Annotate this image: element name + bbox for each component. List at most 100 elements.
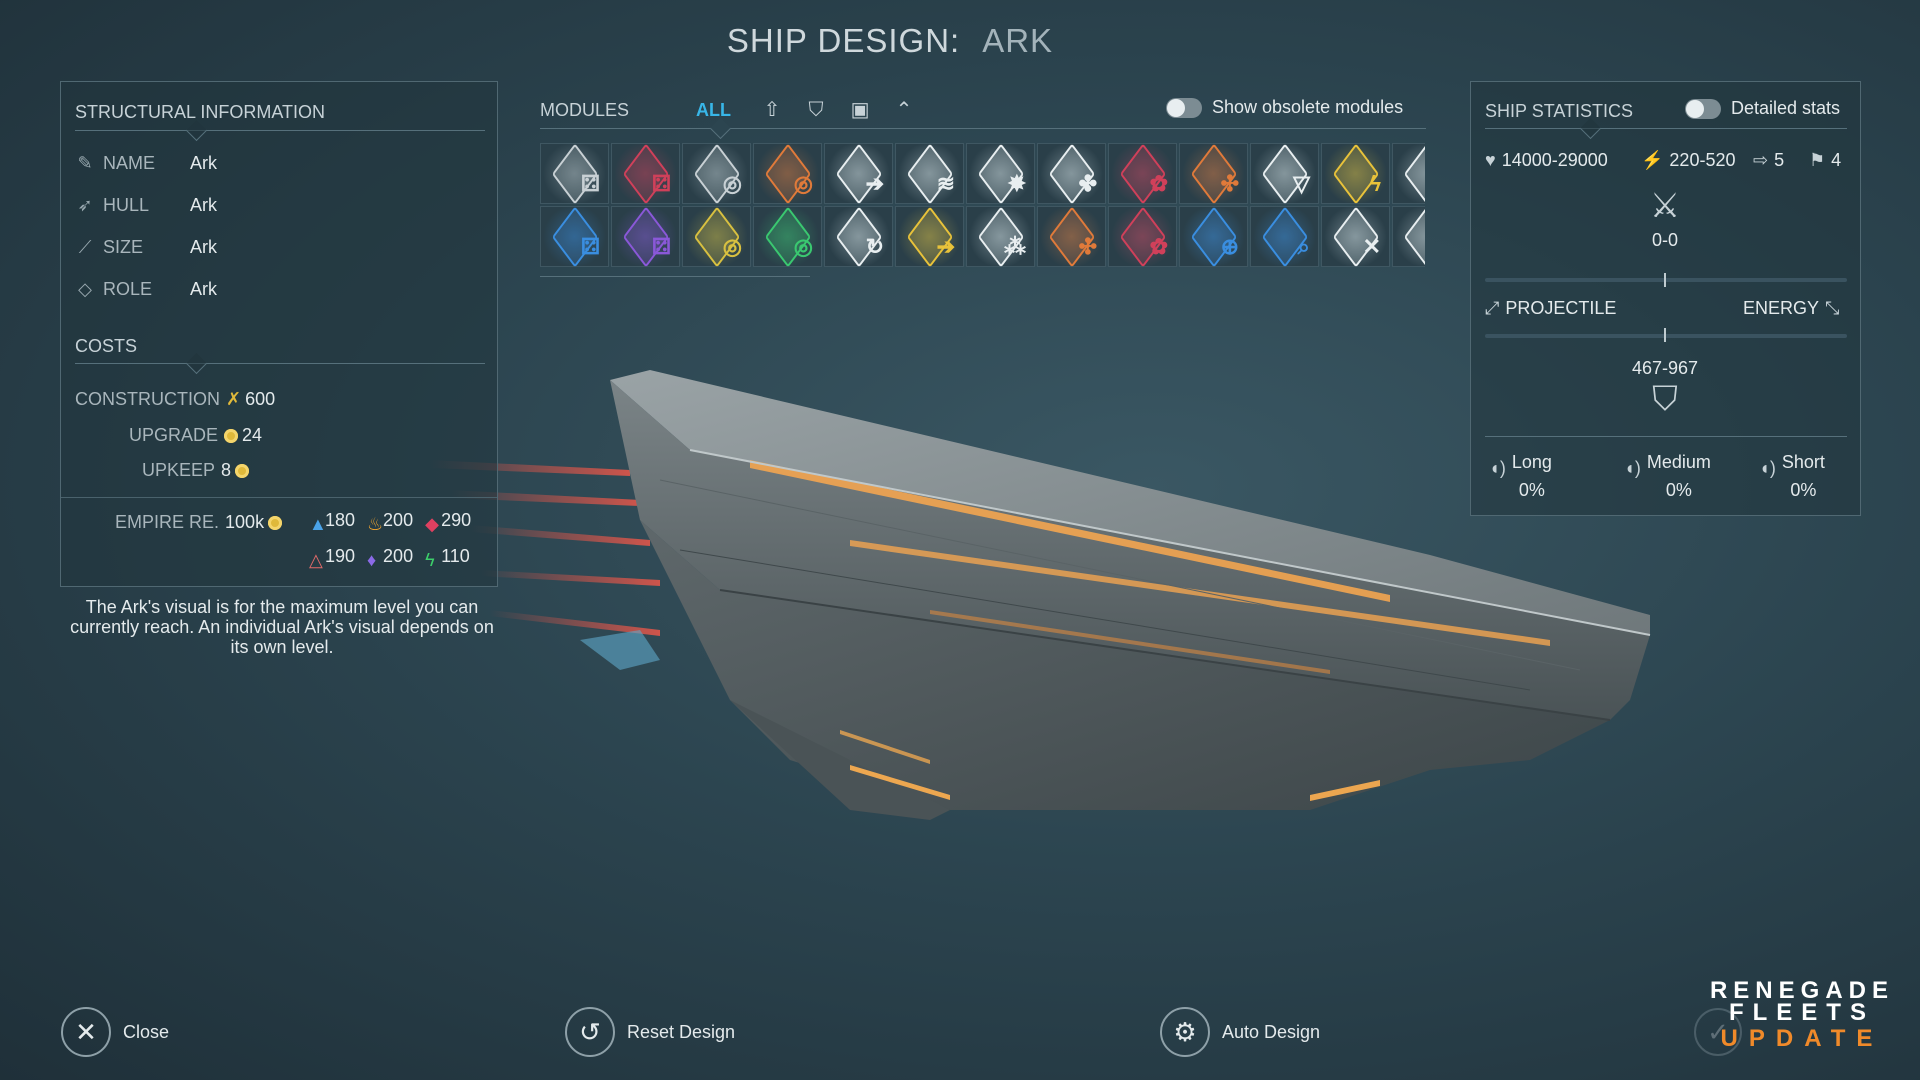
module-slot[interactable]: ✣ (1037, 205, 1106, 268)
resource-item: ♦200 (367, 546, 414, 570)
confirm-button[interactable]: ✓ (1694, 1008, 1742, 1056)
module-slot[interactable]: ↻ (824, 205, 893, 268)
construction-label: CONSTRUCTION (75, 389, 220, 409)
close-button[interactable]: ✕ Close (61, 1007, 169, 1057)
module-slot[interactable]: ▽ (1250, 143, 1319, 205)
range-medium: ◖) Medium 0% (1624, 448, 1711, 504)
tab-upgrade-icon[interactable]: ⌃ (895, 99, 913, 121)
empire-label: EMPIRE RE. (115, 512, 220, 532)
tab-defense-icon[interactable]: ⛉ (808, 99, 824, 121)
ship-icon: ➶ (77, 195, 93, 215)
damage-stat: ⚡220-520 (1641, 150, 1735, 171)
module-slot[interactable]: ✸ (966, 143, 1035, 205)
module-slot[interactable]: ◎ (753, 205, 822, 268)
module-slot[interactable]: ◎ (682, 205, 751, 268)
logo-line-3: UPDATE (1720, 1025, 1884, 1052)
module-slot[interactable]: ✤ (1037, 143, 1106, 205)
range-long: ◖) Long 0% (1489, 448, 1552, 504)
module-glyph: ✿ (1149, 171, 1168, 196)
resource-item: △190 (309, 546, 356, 570)
module-slot[interactable]: ϟ (1321, 143, 1390, 205)
flame-icon: ♨ (367, 513, 384, 534)
info-label: SIZE (103, 236, 144, 257)
info-label: ROLE (103, 278, 153, 299)
resource-row-1: ▲180 ♨200 ◆290 (309, 510, 472, 534)
module-glyph: ⊕ (1220, 234, 1239, 259)
detailed-stats-row: Detailed stats (1685, 98, 1840, 119)
hull-value: Ark (190, 194, 217, 215)
resource-item: ◆290 (425, 510, 472, 534)
module-slot[interactable]: ⌕ (1250, 205, 1319, 268)
gear-icon: ⚙ (1160, 1007, 1210, 1057)
projectile-label: PROJECTILE (1505, 298, 1617, 318)
module-slot[interactable]: ⚃ (540, 143, 609, 205)
module-glyph: ➔ (936, 234, 955, 259)
module-glyph: ⚃ (580, 171, 600, 196)
module-slot[interactable]: ▽ (1392, 143, 1425, 205)
stats-heading: SHIP STATISTICS (1485, 101, 1634, 121)
detailed-stats-label: Detailed stats (1731, 98, 1841, 118)
ruler-icon: ⟋ (78, 237, 92, 257)
module-glyph: ⚃ (580, 234, 600, 259)
construction-value: 600 (245, 389, 276, 409)
module-glyph: ϟ (1369, 171, 1381, 196)
auto-design-button[interactable]: ⚙ Auto Design (1160, 1007, 1320, 1057)
detailed-stats-toggle[interactable] (1685, 98, 1721, 119)
logo-line-2: FLEETS (1728, 999, 1875, 1026)
construction-cost: CONSTRUCTION ✗600 (75, 389, 275, 410)
module-glyph: ▽ (1293, 171, 1310, 196)
projectile-label-row: ⤢PROJECTILE (1485, 298, 1616, 319)
structural-heading: STRUCTURAL INFORMATION (75, 102, 325, 122)
module-slot[interactable]: ⁂ (966, 205, 1035, 268)
obsolete-toggle[interactable] (1166, 97, 1202, 118)
module-slot[interactable]: ≋ (895, 143, 964, 205)
damage-icon: ⚡ (1641, 150, 1664, 170)
hp-value: 14000-29000 (1501, 150, 1608, 170)
attack-range: 0-0 (1651, 230, 1678, 250)
flag-icon: ⚑ (1809, 150, 1826, 170)
hp-stat: ♥14000-29000 (1485, 150, 1608, 171)
module-slot[interactable]: ◎ (753, 143, 822, 205)
signal-icon: ◖) (1759, 458, 1776, 478)
module-slot[interactable]: ➔ (824, 143, 893, 205)
module-glyph: ✤ (1078, 171, 1097, 196)
biomass-icon: ◆ (425, 513, 439, 534)
module-slot[interactable]: ⊕ (1179, 205, 1248, 268)
sword-icon: ⚔ (1649, 187, 1681, 225)
info-label: NAME (103, 152, 156, 173)
structural-panel: STRUCTURAL INFORMATION ✎NAME Ark ➶HULL A… (60, 81, 498, 587)
module-slot[interactable]: ▽ (1392, 205, 1425, 268)
upgrade-value: 24 (242, 425, 263, 445)
module-slot[interactable]: ⚃ (611, 143, 680, 205)
signal-icon: ◖) (1624, 458, 1641, 478)
upkeep-cost: UPKEEP 8 (142, 460, 250, 481)
title-prefix: SHIP DESIGN: (726, 22, 961, 59)
upgrade-cost: UPGRADE 24 (129, 425, 262, 446)
partial-module-icon (1403, 143, 1425, 205)
upkeep-value: 8 (221, 460, 232, 480)
heart-icon: ♥ (1485, 150, 1496, 170)
module-slot[interactable]: ✿ (1108, 143, 1177, 205)
module-slot[interactable]: ➔ (895, 205, 964, 268)
tab-all[interactable]: ALL (696, 99, 732, 120)
module-slot[interactable]: ✣ (1179, 143, 1248, 205)
module-slot[interactable]: ✿ (1108, 205, 1177, 268)
tab-support-icon[interactable]: ▣ (850, 99, 870, 121)
tab-weapons-icon[interactable]: ⇧ (763, 99, 781, 121)
module-slot[interactable]: ✕ (1321, 205, 1390, 268)
droplet-blue-icon: ▲ (309, 513, 327, 534)
range-medium-label: Medium (1646, 452, 1711, 472)
projectile-icon: ⤢ (1485, 298, 1500, 318)
slots-value: 4 (1831, 150, 1842, 170)
energy-label-row: ENERGY⤡ (1743, 298, 1839, 319)
module-slot[interactable]: ⚃ (611, 205, 680, 268)
reset-design-button[interactable]: ↺ Reset Design (565, 1007, 735, 1057)
pencil-icon: ✎ (77, 153, 93, 173)
module-slot[interactable]: ⚃ (540, 205, 609, 268)
module-glyph: ✕ (1362, 234, 1381, 259)
stats-panel: SHIP STATISTICS Detailed stats ♥14000-29… (1470, 81, 1861, 516)
renegade-fleets-logo: RENEGADE FLEETS UPDATE (1710, 979, 1894, 1054)
module-slot[interactable]: ◎ (682, 143, 751, 205)
range-long-value: 0% (1518, 480, 1545, 500)
